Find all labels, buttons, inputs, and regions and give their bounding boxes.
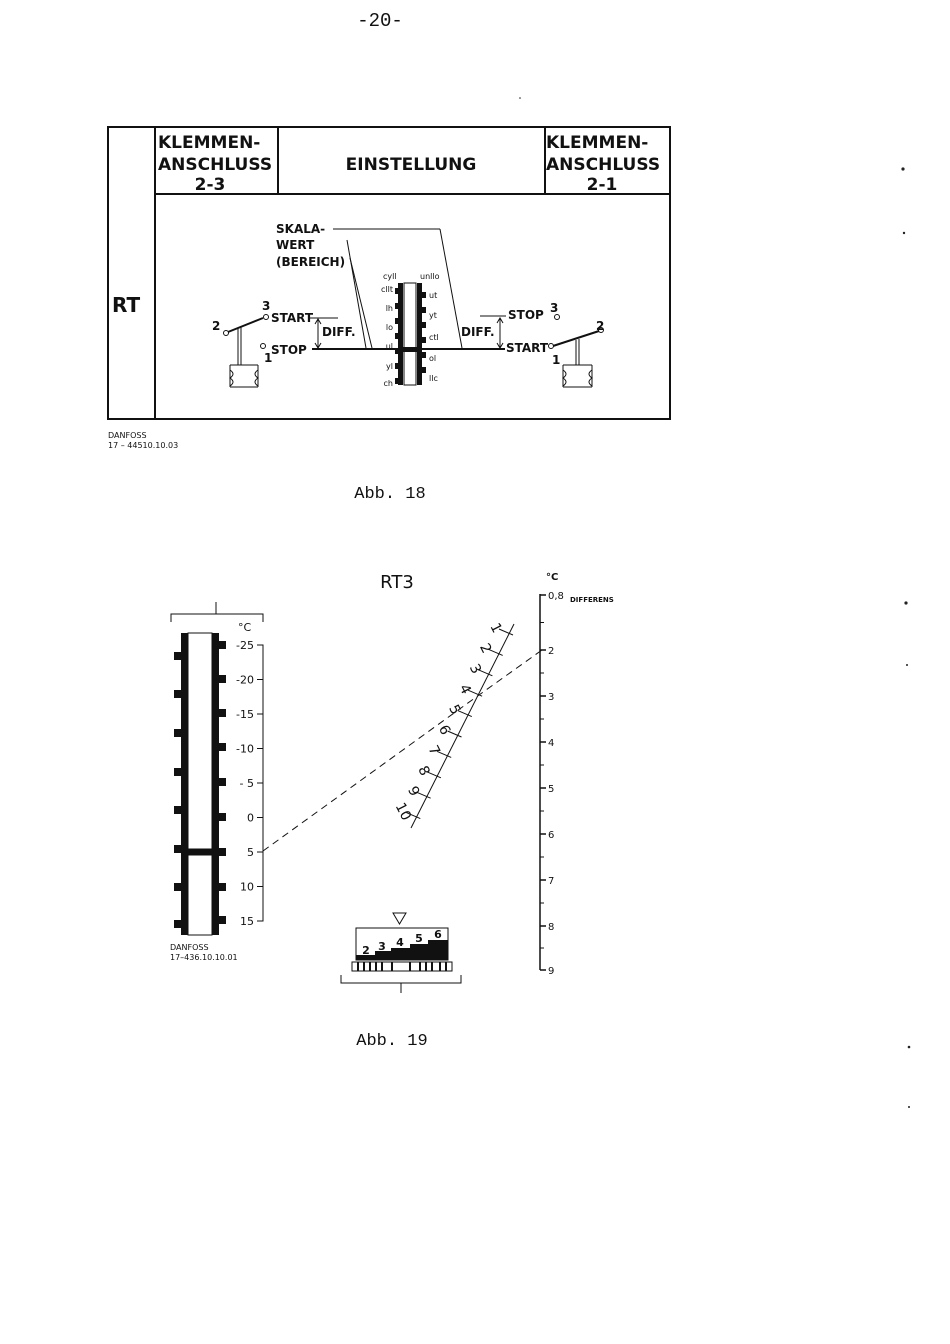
diff-unit: °C: [546, 572, 558, 583]
left-start-label: START: [271, 311, 314, 325]
fig18-footnote-2: 17 – 44510.10.03: [108, 441, 178, 450]
scale-label-1: SKALA-: [276, 222, 325, 236]
dial-number: 2: [362, 944, 370, 957]
dashed-connector: [262, 649, 543, 852]
right-code: llc: [429, 374, 438, 383]
left-diff-label: DIFF.: [322, 325, 356, 339]
differens-tick-label: 0,8: [548, 591, 564, 602]
left-code: lh: [386, 304, 393, 313]
thermometer-marker: [188, 848, 212, 856]
right-code: ut: [429, 291, 437, 300]
col-right-line1: KLEMMEN-: [546, 133, 648, 153]
right-switch-arm: [552, 330, 600, 347]
differens-tick-labels: 0,8 2 3 4 5 6 7 8 9: [540, 591, 564, 977]
scale-label-2: WERT: [276, 238, 315, 252]
dial-pointer-icon: [392, 912, 407, 925]
right-code-top: unllo: [420, 272, 440, 281]
thermometer-tube: [187, 632, 213, 936]
diagonal-scale-label: 10: [392, 800, 414, 823]
left-code: yl: [386, 362, 393, 371]
diagonal-scale-label: 5: [445, 702, 463, 717]
differens-tick-label: 8: [548, 922, 554, 933]
thermo-tick-label: 0: [247, 812, 254, 825]
right-diff-label: DIFF.: [461, 325, 495, 339]
differens-tick-label: 7: [548, 876, 554, 887]
left-code: lo: [386, 323, 393, 332]
diagonal-scale-line: [410, 623, 515, 829]
left-code: ch: [384, 379, 393, 388]
diagonal-scale-label: 3: [466, 661, 484, 676]
col-left-line1: KLEMMEN-: [158, 133, 260, 153]
dial-number: 6: [434, 928, 442, 941]
dial-number: 4: [396, 936, 404, 949]
right-terminal-1: 1: [552, 353, 560, 367]
differens-tick-label: 9: [548, 966, 554, 977]
diagonal-scale-label: 2: [476, 641, 494, 656]
dial-number: 5: [415, 932, 423, 945]
diagonal-scale-label: 1: [486, 621, 504, 636]
col-right-line3: 2-1: [587, 175, 618, 195]
differens-tick-label: 4: [548, 738, 554, 749]
diagonal-scale-label: 8: [414, 763, 432, 778]
left-terminal-2: 2: [212, 319, 220, 333]
thermo-tick-label: -25: [236, 639, 254, 652]
center-scale-strip: [403, 282, 417, 386]
col-middle-header: EINSTELLUNG: [346, 155, 477, 175]
row-label-rt: RT: [112, 293, 141, 317]
thermo-tick-label: 10: [240, 881, 254, 894]
diagonal-scale-labels: 1 2 3 4 5 6 7 8 910: [392, 621, 514, 823]
left-terminal-3: 3: [262, 299, 270, 313]
left-bellows-icon: [229, 364, 259, 388]
thermo-tick-label: 5: [247, 846, 254, 859]
col-left-line2: ANSCHLUSS: [158, 155, 272, 175]
differens-tick-label: 6: [548, 830, 554, 841]
scale-label-3: (BEREICH): [276, 255, 345, 269]
right-bellows-icon: [562, 364, 593, 388]
right-code: ctl: [429, 333, 439, 342]
differens-tick-label: 2: [548, 646, 554, 657]
left-code: cllt: [381, 285, 393, 294]
fig18-footnote-1: DANFOSS: [108, 431, 147, 440]
thermo-tick-label: -20: [236, 674, 254, 687]
thermo-unit: °C: [238, 621, 252, 634]
caption-abb-19: Abb. 19: [356, 1032, 428, 1051]
fig19-footnote-1: DANFOSS: [170, 943, 209, 952]
right-code: ol: [429, 354, 436, 363]
right-terminal-2: 2: [596, 319, 604, 333]
right-terminal-3: 3: [550, 301, 558, 315]
left-code: ul: [386, 342, 393, 351]
left-code-top: cyll: [383, 272, 397, 281]
right-stop-label: STOP: [508, 308, 544, 322]
page-number: -20-: [357, 10, 403, 32]
col-right-line2: ANSCHLUSS: [546, 155, 660, 175]
diagonal-scale-label: 7: [425, 743, 443, 758]
diagonal-scale-label: 9: [404, 784, 422, 799]
right-code: yt: [429, 311, 437, 320]
thermo-tick-label: 15: [240, 915, 254, 928]
figure-18: RT KLEMMEN- ANSCHLUSS 2-3 EINSTELLUNG KL…: [107, 126, 671, 450]
thermometer-tick-labels: -25 -20 -15 -10 - 5 0 5 10 15: [236, 639, 263, 928]
differens-tick-label: 3: [548, 692, 554, 703]
left-stop-label: STOP: [271, 343, 307, 357]
fig19-title: RT3: [380, 572, 414, 593]
diagonal-scale-label: 6: [435, 723, 453, 738]
thermo-tick-label: -15: [236, 708, 254, 721]
right-start-label: START: [506, 341, 549, 355]
left-terminal-1: 1: [264, 351, 272, 365]
thermo-tick-label: - 5: [240, 777, 254, 790]
dial-number: 3: [378, 940, 386, 953]
diagonal-scale-label: 4: [456, 682, 474, 697]
table-border: [107, 126, 671, 420]
col-left-line3: 2-3: [195, 175, 226, 195]
fig19-footnote-2: 17–436.10.10.01: [170, 953, 238, 962]
thermo-tick-label: -10: [236, 743, 254, 756]
caption-abb-18: Abb. 18: [354, 485, 426, 504]
left-switch-arm: [227, 317, 264, 333]
differens-label: DIFFERENS: [570, 596, 614, 604]
differens-tick-label: 5: [548, 784, 554, 795]
